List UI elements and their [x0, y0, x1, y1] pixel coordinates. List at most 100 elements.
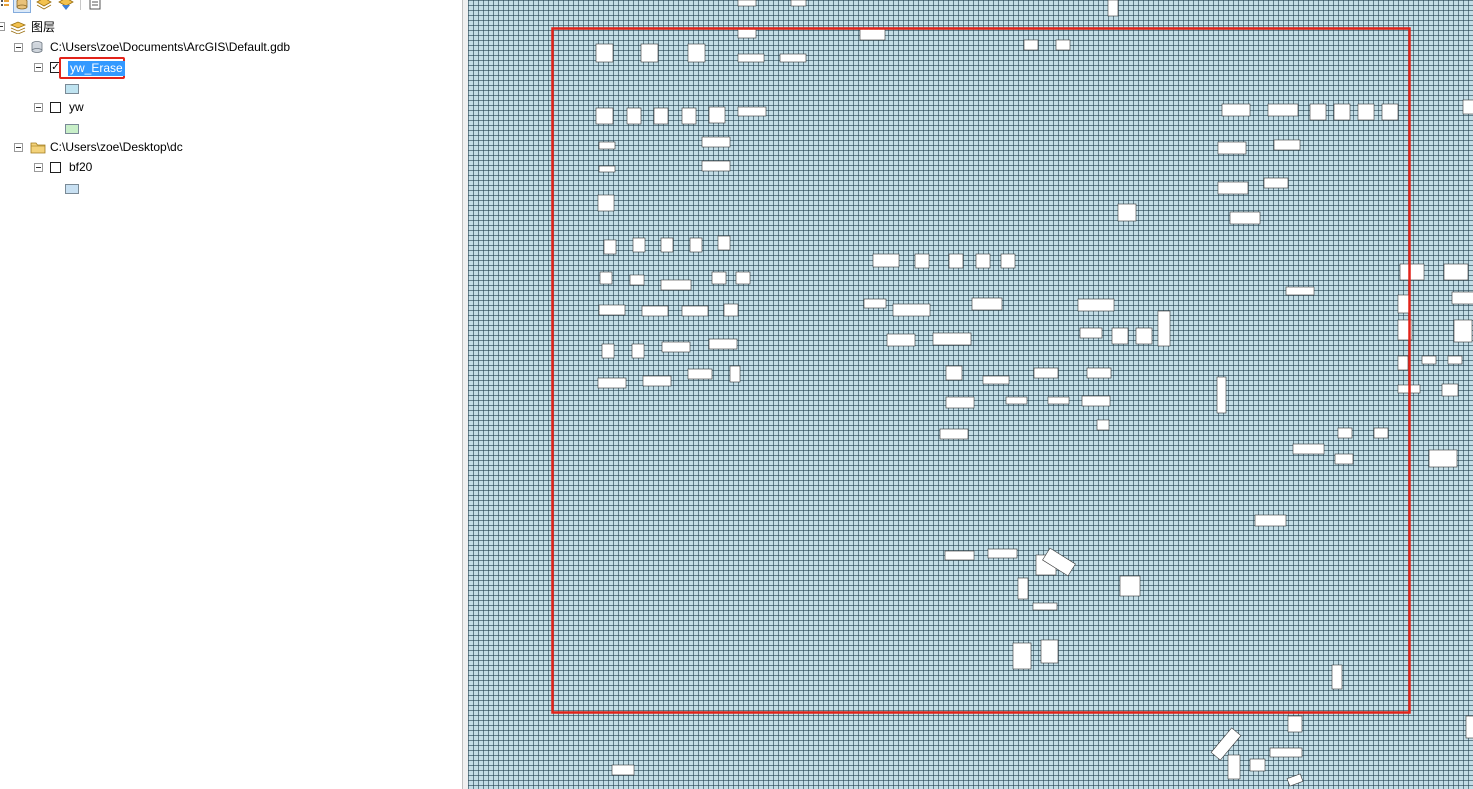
yw-symbol-swatch[interactable] [65, 124, 79, 134]
root-layers-label[interactable]: 图层 [31, 20, 56, 34]
building-footprint [641, 305, 669, 317]
building-footprint [1254, 514, 1287, 527]
building-footprint [1017, 577, 1029, 600]
building-footprint [859, 27, 886, 41]
building-footprint [790, 0, 807, 7]
building-footprint [1397, 355, 1409, 371]
map-view[interactable] [468, 0, 1473, 789]
building-footprint [1443, 263, 1469, 281]
building-footprint [597, 194, 615, 212]
building-footprint [737, 0, 757, 7]
building-footprint [598, 165, 616, 173]
building-footprint [1273, 139, 1301, 151]
building-footprint [640, 43, 659, 63]
building-footprint [1451, 291, 1473, 305]
building-footprint [708, 106, 726, 124]
building-footprint [1357, 103, 1375, 121]
building-footprint [1465, 715, 1473, 739]
building-footprint [945, 396, 975, 409]
building-footprint [626, 107, 642, 125]
building-footprint [971, 297, 1003, 311]
building-footprint [1399, 263, 1425, 281]
building-footprint [945, 365, 963, 381]
gdb-path-label[interactable]: C:\Users\zoe\Documents\ArcGIS\Default.gd… [50, 40, 291, 54]
red-highlight-rectangle [551, 27, 1411, 714]
folder-icon [30, 141, 46, 157]
yw-erase-collapse-toggle[interactable] [34, 63, 43, 72]
yw-visibility-checkbox[interactable] [50, 102, 61, 113]
options-icon[interactable] [86, 0, 104, 13]
table-of-contents-panel: 图层 C:\Users\zoe\Documents\ArcGIS\Default… [0, 0, 462, 789]
building-footprint [1055, 39, 1071, 51]
building-footprint [779, 53, 807, 63]
building-footprint [1227, 754, 1241, 780]
building-footprint [660, 279, 692, 291]
building-footprint [1229, 211, 1261, 225]
gdb-collapse-toggle[interactable] [14, 43, 23, 52]
map-features-layer [551, 0, 1473, 787]
yw-collapse-toggle[interactable] [34, 103, 43, 112]
building-footprint [701, 136, 731, 148]
building-footprint [1047, 396, 1070, 405]
building-footprint [1111, 327, 1129, 345]
bf20-visibility-checkbox[interactable] [50, 162, 61, 173]
building-footprint [737, 53, 765, 63]
building-footprint [737, 106, 767, 117]
geodatabase-icon [30, 40, 44, 57]
building-footprint [1221, 103, 1251, 117]
dc-folder-path-label[interactable]: C:\Users\zoe\Desktop\dc [50, 140, 183, 154]
yw-erase-symbol-swatch[interactable] [65, 84, 79, 94]
list-by-drawing-order-icon[interactable] [0, 0, 14, 13]
building-footprint [1309, 103, 1327, 121]
list-by-visibility-icon[interactable] [35, 0, 53, 13]
building-footprint [660, 237, 674, 253]
bf20-layer-label[interactable]: bf20 [69, 160, 93, 174]
building-footprint [717, 235, 731, 251]
list-by-source-icon[interactable] [13, 0, 31, 13]
building-footprint [1135, 327, 1153, 345]
building-footprint [1005, 396, 1028, 405]
panel-splitter[interactable] [462, 0, 468, 789]
bf20-collapse-toggle[interactable] [34, 163, 43, 172]
bf20-symbol-swatch[interactable] [65, 184, 79, 194]
yw-layer-label[interactable]: yw [69, 100, 84, 114]
building-footprint [1032, 602, 1058, 611]
building-footprint [863, 298, 887, 309]
building-footprint [611, 764, 635, 776]
list-by-selection-icon[interactable] [57, 0, 75, 13]
building-footprint [1033, 367, 1059, 379]
building-footprint [1263, 177, 1289, 189]
building-footprint [735, 271, 751, 285]
building-footprint [1286, 773, 1304, 787]
building-footprint [944, 550, 975, 561]
building-footprint [687, 43, 706, 63]
building-footprint [1107, 0, 1119, 17]
root-collapse-toggle[interactable] [0, 22, 5, 31]
building-footprint [1447, 355, 1463, 365]
building-footprint [1285, 286, 1315, 296]
building-footprint [711, 271, 727, 285]
building-footprint [681, 305, 709, 317]
building-footprint [597, 377, 627, 389]
dc-folder-collapse-toggle[interactable] [14, 143, 23, 152]
building-footprint [595, 107, 614, 125]
building-footprint [975, 253, 991, 269]
building-footprint [681, 107, 697, 125]
building-footprint [1397, 294, 1411, 314]
building-footprint [886, 333, 916, 347]
building-footprint [1287, 715, 1303, 733]
building-footprint [1269, 747, 1303, 758]
building-footprint [1381, 103, 1399, 121]
building-footprint [932, 332, 972, 346]
building-footprint [1079, 327, 1103, 339]
building-footprint [708, 338, 738, 350]
building-footprint [1331, 664, 1343, 690]
building-footprint [1077, 298, 1115, 312]
building-footprint [1086, 367, 1112, 379]
layers-stack-icon [9, 21, 27, 37]
building-footprint [1012, 642, 1032, 670]
yw-erase-layer-label[interactable]: yw_Erase [68, 61, 125, 76]
building-footprint [689, 237, 703, 253]
building-footprint [1081, 395, 1111, 407]
toolbar-separator [80, 0, 81, 10]
